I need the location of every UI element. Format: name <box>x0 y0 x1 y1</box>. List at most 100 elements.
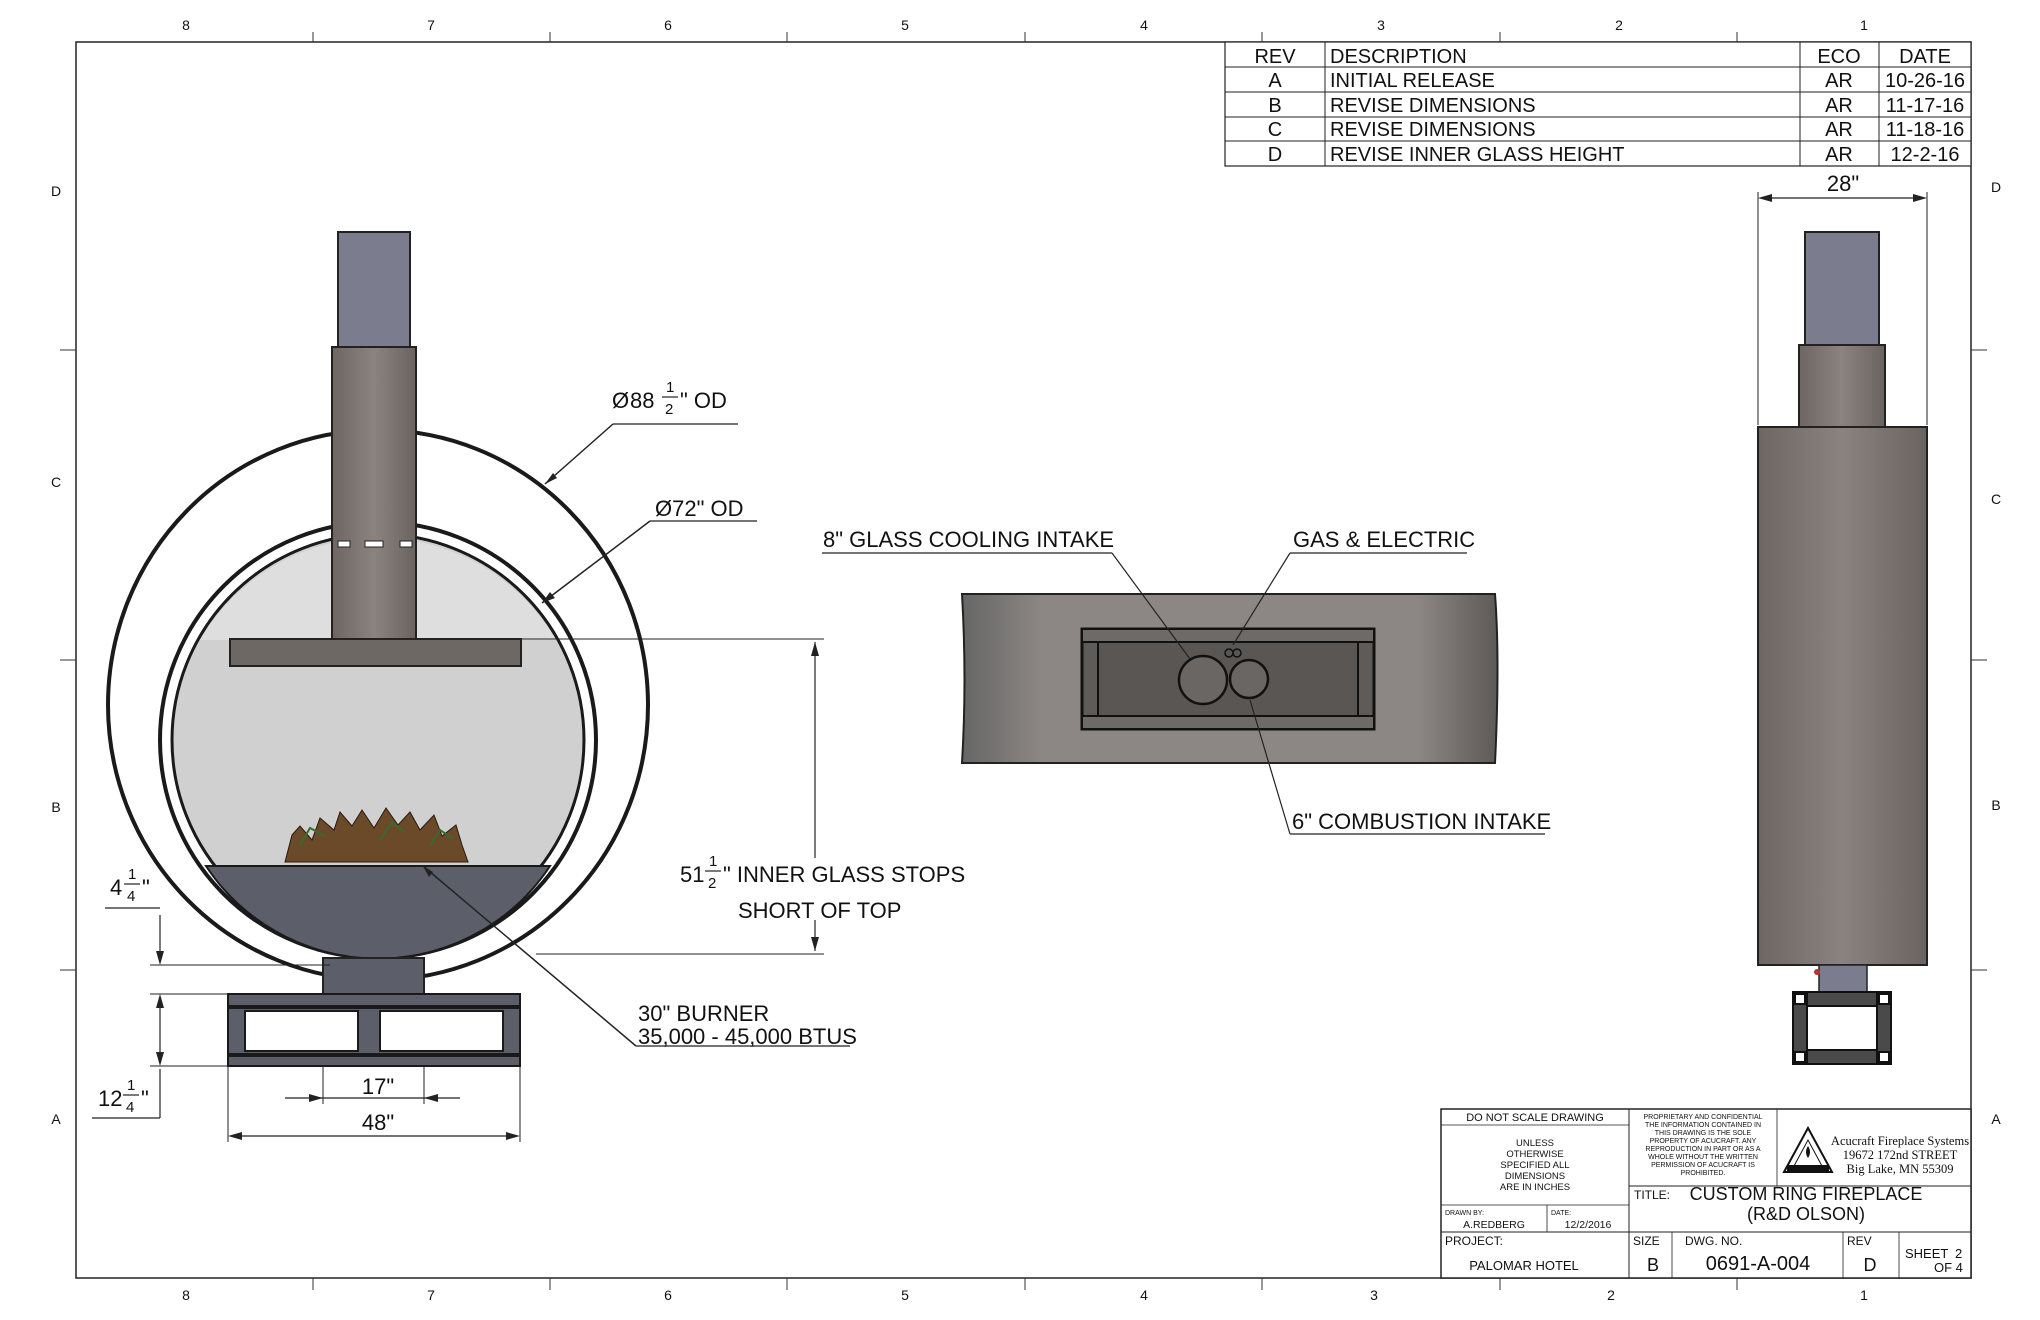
title-label: TITLE: <box>1634 1188 1670 1202</box>
units-note-1: UNLESS <box>1516 1138 1554 1149</box>
size-label: SIZE <box>1633 1234 1660 1248</box>
glass-height-whole: 51 <box>680 862 704 887</box>
company-street: 19672 172nd STREET <box>1843 1148 1958 1162</box>
do-not-scale: DO NOT SCALE DRAWING <box>1466 1112 1604 1124</box>
outer-od-den: 2 <box>665 401 673 418</box>
proprietary-5: REPRODUCTION IN PART OR AS A <box>1645 1146 1760 1153</box>
title-line1: CUSTOM RING FIREPLACE <box>1690 1184 1923 1204</box>
zone-bottom-8: 1 <box>1860 1287 1868 1303</box>
pedestal <box>322 957 425 997</box>
zone-top-2: 7 <box>427 17 435 33</box>
zone-bottom-4: 5 <box>901 1287 909 1303</box>
proprietary-3: THIS DRAWING IS THE SOLE <box>1655 1130 1752 1137</box>
rev-row-b-description: REVISE DIMENSIONS <box>1330 95 1536 117</box>
outer-od-num: 1 <box>666 379 674 396</box>
burner-media <box>284 807 469 863</box>
company-city: Big Lake, MN 55309 <box>1847 1162 1954 1176</box>
side-view: 28" <box>1757 171 1928 1065</box>
dim-upper-suffix: " <box>142 875 150 900</box>
zone-top-8: 1 <box>1860 17 1868 33</box>
dim-upper-num: 1 <box>128 866 136 883</box>
size-value: B <box>1647 1255 1659 1275</box>
zone-bottom-1: 8 <box>182 1287 190 1303</box>
zone-top-3: 6 <box>664 17 672 33</box>
dwg-no-label: DWG. NO. <box>1685 1234 1742 1248</box>
rev-label: REV <box>1847 1234 1872 1248</box>
title-line2: (R&D OLSON) <box>1747 1204 1865 1224</box>
glass-height-suffix: " INNER GLASS STOPS <box>723 862 965 887</box>
zone-right-2: C <box>1991 491 2001 507</box>
sheet-of: OF 4 <box>1934 1260 1963 1275</box>
dim-base-width: 48" <box>362 1110 394 1135</box>
side-flue-collar <box>1798 344 1886 432</box>
units-note-5: ARE IN INCHES <box>1500 1182 1570 1193</box>
zone-left-1: D <box>51 183 61 199</box>
zone-bottom-2: 7 <box>427 1287 435 1303</box>
top-view: 8" GLASS COOLING INTAKE GAS & ELECTRIC 6… <box>822 527 1551 835</box>
zone-right-4: A <box>1991 1111 2001 1127</box>
proprietary-6: WHOLE WITHOUT THE WRITTEN <box>1648 1154 1758 1161</box>
zone-ticks <box>60 32 1987 1290</box>
proprietary-4: PROPERTY OF ACUCRAFT. ANY <box>1650 1138 1757 1145</box>
inner-od-label: Ø72" OD <box>655 496 744 521</box>
zone-top-7: 2 <box>1615 17 1623 33</box>
side-width-label: 28" <box>1827 171 1859 196</box>
dim-upper-den: 4 <box>127 888 135 905</box>
burner-line2: 35,000 - 45,000 BTUS <box>638 1024 857 1049</box>
rev-row-d-eco: AR <box>1825 144 1853 166</box>
rev-row-c-rev: C <box>1268 119 1282 141</box>
dim-lower-whole: 12 <box>98 1086 122 1111</box>
rev-value: D <box>1864 1255 1877 1275</box>
base-frame <box>227 993 521 1067</box>
flue-pipe <box>337 231 411 348</box>
glass-height-num: 1 <box>709 853 717 870</box>
zone-bottom-5: 4 <box>1140 1287 1148 1303</box>
dim-base-inner: 17" <box>362 1074 394 1099</box>
zone-bottom-3: 6 <box>664 1287 672 1303</box>
outer-od-symbol: Ø <box>612 388 629 413</box>
zone-bottom-6: 3 <box>1370 1287 1378 1303</box>
rev-header-description: DESCRIPTION <box>1330 46 1467 68</box>
rev-row-c-description: REVISE DIMENSIONS <box>1330 119 1536 141</box>
units-note-3: SPECIFIED ALL <box>1500 1160 1569 1171</box>
rev-row-c-date: 11-18-16 <box>1886 119 1965 141</box>
revision-table: REV DESCRIPTION ECO DATE A INITIAL RELEA… <box>1224 41 1972 167</box>
gas-electric-label: GAS & ELECTRIC <box>1293 527 1475 552</box>
rev-row-a-eco: AR <box>1825 70 1853 92</box>
cooling-intake-label: 8" GLASS COOLING INTAKE <box>823 527 1114 552</box>
zone-left-4: A <box>51 1111 61 1127</box>
combustion-intake-label: 6" COMBUSTION INTAKE <box>1292 809 1551 834</box>
outer-od-whole: 88 <box>630 388 654 413</box>
rev-header-eco: ECO <box>1817 46 1860 68</box>
zone-top-1: 8 <box>182 17 190 33</box>
outer-od-suffix: " OD <box>680 388 727 413</box>
units-note-4: DIMENSIONS <box>1505 1171 1565 1182</box>
acucraft-logo <box>1782 1125 1834 1173</box>
project-value: PALOMAR HOTEL <box>1469 1258 1579 1273</box>
glass-height-line2: SHORT OF TOP <box>738 898 901 923</box>
burner-tray <box>204 865 552 960</box>
hood-plate <box>229 638 522 667</box>
rev-row-d-rev: D <box>1268 144 1282 166</box>
company-name: Acucraft Fireplace Systems <box>1831 1134 1969 1148</box>
units-note-2: OTHERWISE <box>1506 1149 1563 1160</box>
proprietary-8: PROHIBITED. <box>1681 1170 1726 1177</box>
front-view: Ø 88 1 2 " OD Ø72" OD 51 1 2 " INNER GLA… <box>92 231 965 1142</box>
cooling-intake-port <box>1177 654 1229 706</box>
dwg-no-value: 0691-A-004 <box>1706 1253 1811 1275</box>
sheet-number: 2 <box>1955 1246 1962 1261</box>
title-block: DO NOT SCALE DRAWING UNLESS OTHERWISE SP… <box>1440 1108 1972 1279</box>
rev-row-b-eco: AR <box>1825 95 1853 117</box>
rev-row-d-description: REVISE INNER GLASS HEIGHT <box>1330 144 1625 166</box>
rev-header-rev: REV <box>1254 46 1296 68</box>
proprietary-7: PERMISSION OF ACUCRAFT IS <box>1651 1162 1755 1169</box>
zone-left-3: B <box>51 799 60 815</box>
zone-top-5: 4 <box>1140 17 1148 33</box>
zone-bottom-7: 2 <box>1607 1287 1615 1303</box>
dim-lower-den: 4 <box>126 1099 134 1116</box>
proprietary-1: PROPRIETARY AND CONFIDENTIAL <box>1643 1114 1762 1121</box>
zone-right-1: D <box>1991 179 2001 195</box>
drawn-by-label: DRAWN BY: <box>1445 1210 1484 1217</box>
rev-row-b-date: 11-17-16 <box>1886 95 1965 117</box>
